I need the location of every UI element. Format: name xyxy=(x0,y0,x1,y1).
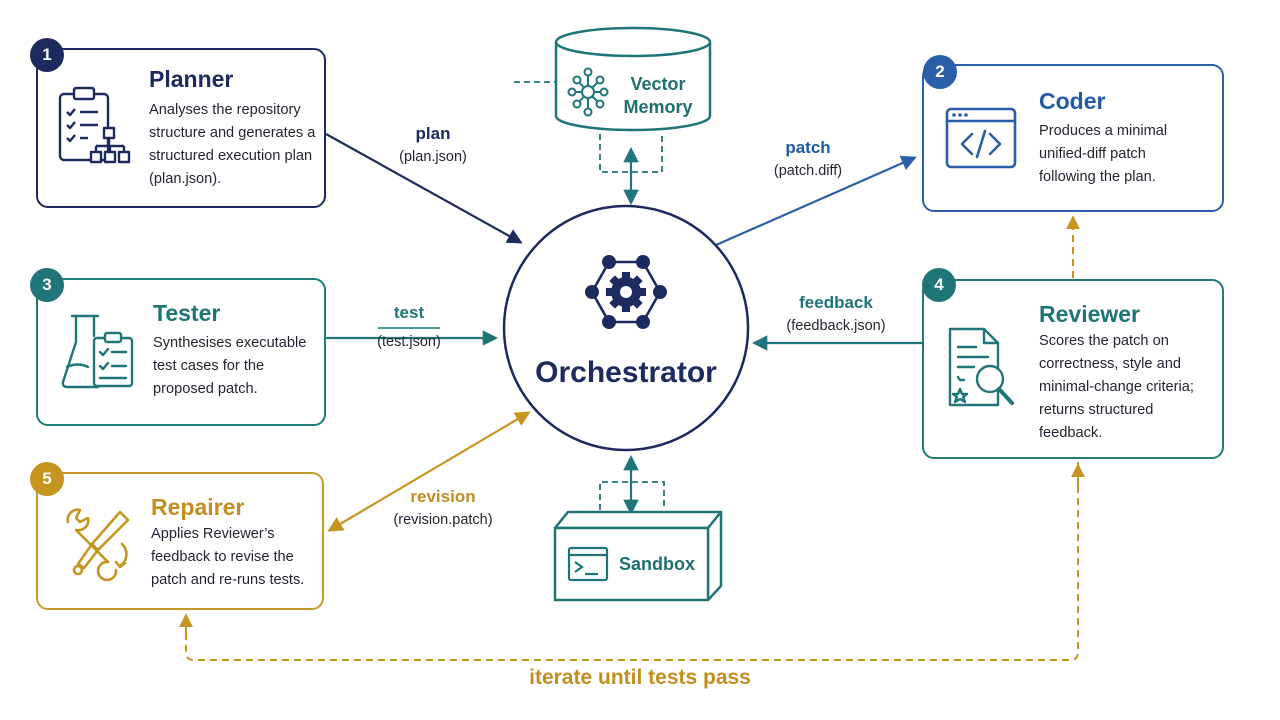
reviewer-card[interactable]: Reviewer Scores the patch on correctness… xyxy=(922,279,1224,459)
edge-revision-label: revision (revision.patch) xyxy=(376,487,510,528)
coder-title: Coder xyxy=(1039,88,1106,114)
gear-network-icon xyxy=(585,255,667,329)
coder-description: Produces a minimal unified-diff patch fo… xyxy=(1039,123,1168,185)
tester-card[interactable]: Tester Synthesises executable test cases… xyxy=(36,278,326,426)
network-node-icon xyxy=(567,67,609,117)
repairer-step-badge: 5 xyxy=(30,462,64,496)
edge-patch-artifact: (patch.diff) xyxy=(773,163,843,179)
terminal-icon xyxy=(567,546,609,582)
code-window-icon xyxy=(945,107,1017,169)
edge-revision-arrow xyxy=(327,411,531,532)
loop-dashed-path xyxy=(185,462,1079,661)
edge-plan-artifact: (plan.json) xyxy=(399,149,467,165)
sandbox-node[interactable] xyxy=(553,510,723,602)
planner-description: Analyses the repository structure and ge… xyxy=(149,102,316,187)
edge-plan-arrow xyxy=(325,133,523,244)
wrench-screwdriver-icon xyxy=(66,508,130,582)
edge-feedback-name: feedback xyxy=(799,293,873,312)
edge-test-artifact: (test.json) xyxy=(377,334,441,350)
edge-feedback-label: feedback (feedback.json) xyxy=(771,293,901,334)
edge-patch-name: patch xyxy=(785,138,831,157)
edge-test-name: test xyxy=(393,303,425,322)
clipboard-hierarchy-icon xyxy=(58,86,131,164)
edge-patch-arrow xyxy=(715,155,917,247)
edge-revision-artifact: (revision.patch) xyxy=(393,512,493,528)
repairer-card[interactable]: Repairer Applies Reviewer’s feedback to … xyxy=(36,472,324,610)
vector-memory-label-line2: Memory xyxy=(623,97,693,117)
repairer-description: Applies Reviewer’s feedback to revise th… xyxy=(151,526,305,588)
orchestrator-label: Orchestrator xyxy=(535,356,717,389)
repairer-title: Repairer xyxy=(151,494,245,520)
iterate-loop-label: iterate until tests pass xyxy=(529,666,751,689)
edge-plan-label: plan (plan.json) xyxy=(383,124,483,165)
reviewer-step-badge: 4 xyxy=(922,268,956,302)
edge-feedback-artifact: (feedback.json) xyxy=(786,318,886,334)
edge-test-label: test (test.json) xyxy=(359,303,459,350)
tester-description: Synthesises executable test cases for th… xyxy=(153,335,307,397)
planner-step-badge: 1 xyxy=(30,38,64,72)
flask-checklist-icon xyxy=(61,314,134,389)
vector-memory-node[interactable] xyxy=(554,26,712,132)
orchestrator-node[interactable] xyxy=(502,204,750,452)
tester-title: Tester xyxy=(153,300,221,326)
sandbox-label: Sandbox xyxy=(619,554,696,574)
planner-card[interactable]: Planner Analyses the repository structur… xyxy=(36,48,326,208)
sandbox-dashed-bracket xyxy=(599,481,665,510)
reviewer-title: Reviewer xyxy=(1039,301,1141,327)
planner-title: Planner xyxy=(149,66,234,92)
edge-revision-name: revision xyxy=(410,487,476,506)
document-magnifier-icon xyxy=(948,327,1014,407)
vector-memory-label: Vector Memory xyxy=(618,73,698,119)
edge-patch-label: patch (patch.diff) xyxy=(758,138,858,179)
vector-memory-label-line1: Vector xyxy=(630,74,686,94)
edge-plan-name: plan xyxy=(415,124,451,143)
tester-step-badge: 3 xyxy=(30,268,64,302)
coder-step-badge: 2 xyxy=(923,55,957,89)
reviewer-description: Scores the patch on correctness, style a… xyxy=(1039,333,1194,441)
coder-card[interactable]: Coder Produces a minimal unified-diff pa… xyxy=(922,64,1224,212)
